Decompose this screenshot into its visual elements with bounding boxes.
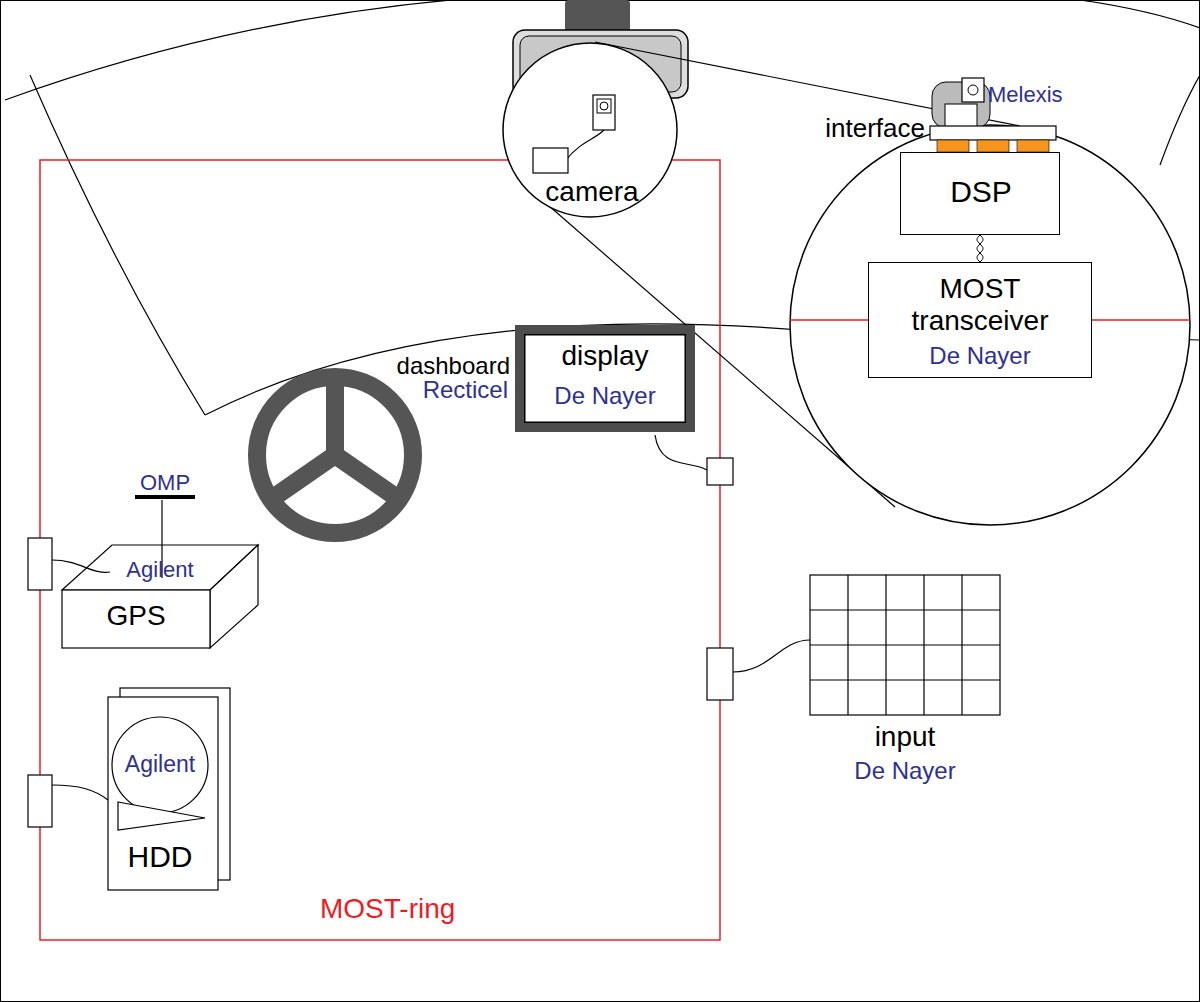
dsp-box: DSP bbox=[900, 152, 1060, 235]
twisted-pair-link bbox=[977, 235, 983, 262]
node-text: De Nayer bbox=[929, 342, 1030, 370]
node-text: DSP bbox=[950, 175, 1012, 210]
bus-label: MOST-ring bbox=[320, 893, 455, 925]
part-label: interface bbox=[825, 114, 925, 144]
display-screen: display De Nayer bbox=[515, 325, 695, 432]
transceiver-box: MOST transceiver De Nayer bbox=[868, 262, 1092, 378]
maker-label: Melexis bbox=[988, 82, 1063, 107]
input-keypad: input De Nayer bbox=[810, 575, 1000, 793]
maker-label: OMP bbox=[140, 470, 190, 495]
node-text: Agilent bbox=[126, 557, 193, 582]
camera-circle: camera bbox=[502, 42, 678, 218]
node-text: GPS bbox=[106, 600, 165, 632]
node-text: MOST transceiver bbox=[885, 273, 1075, 337]
node-text: display bbox=[561, 340, 648, 372]
node-text: HDD bbox=[128, 840, 193, 875]
node-text: De Nayer bbox=[854, 757, 955, 785]
node-text: Agilent bbox=[125, 751, 195, 777]
gps-box: AgilentGPS bbox=[62, 545, 258, 648]
node-text: De Nayer bbox=[554, 382, 655, 410]
maker-label: Recticel bbox=[423, 376, 508, 404]
part-label: dashboard bbox=[397, 352, 510, 380]
node-text: input bbox=[875, 721, 936, 753]
node-text: camera bbox=[545, 176, 638, 208]
hdd-box: AgilentHDD bbox=[108, 688, 230, 890]
